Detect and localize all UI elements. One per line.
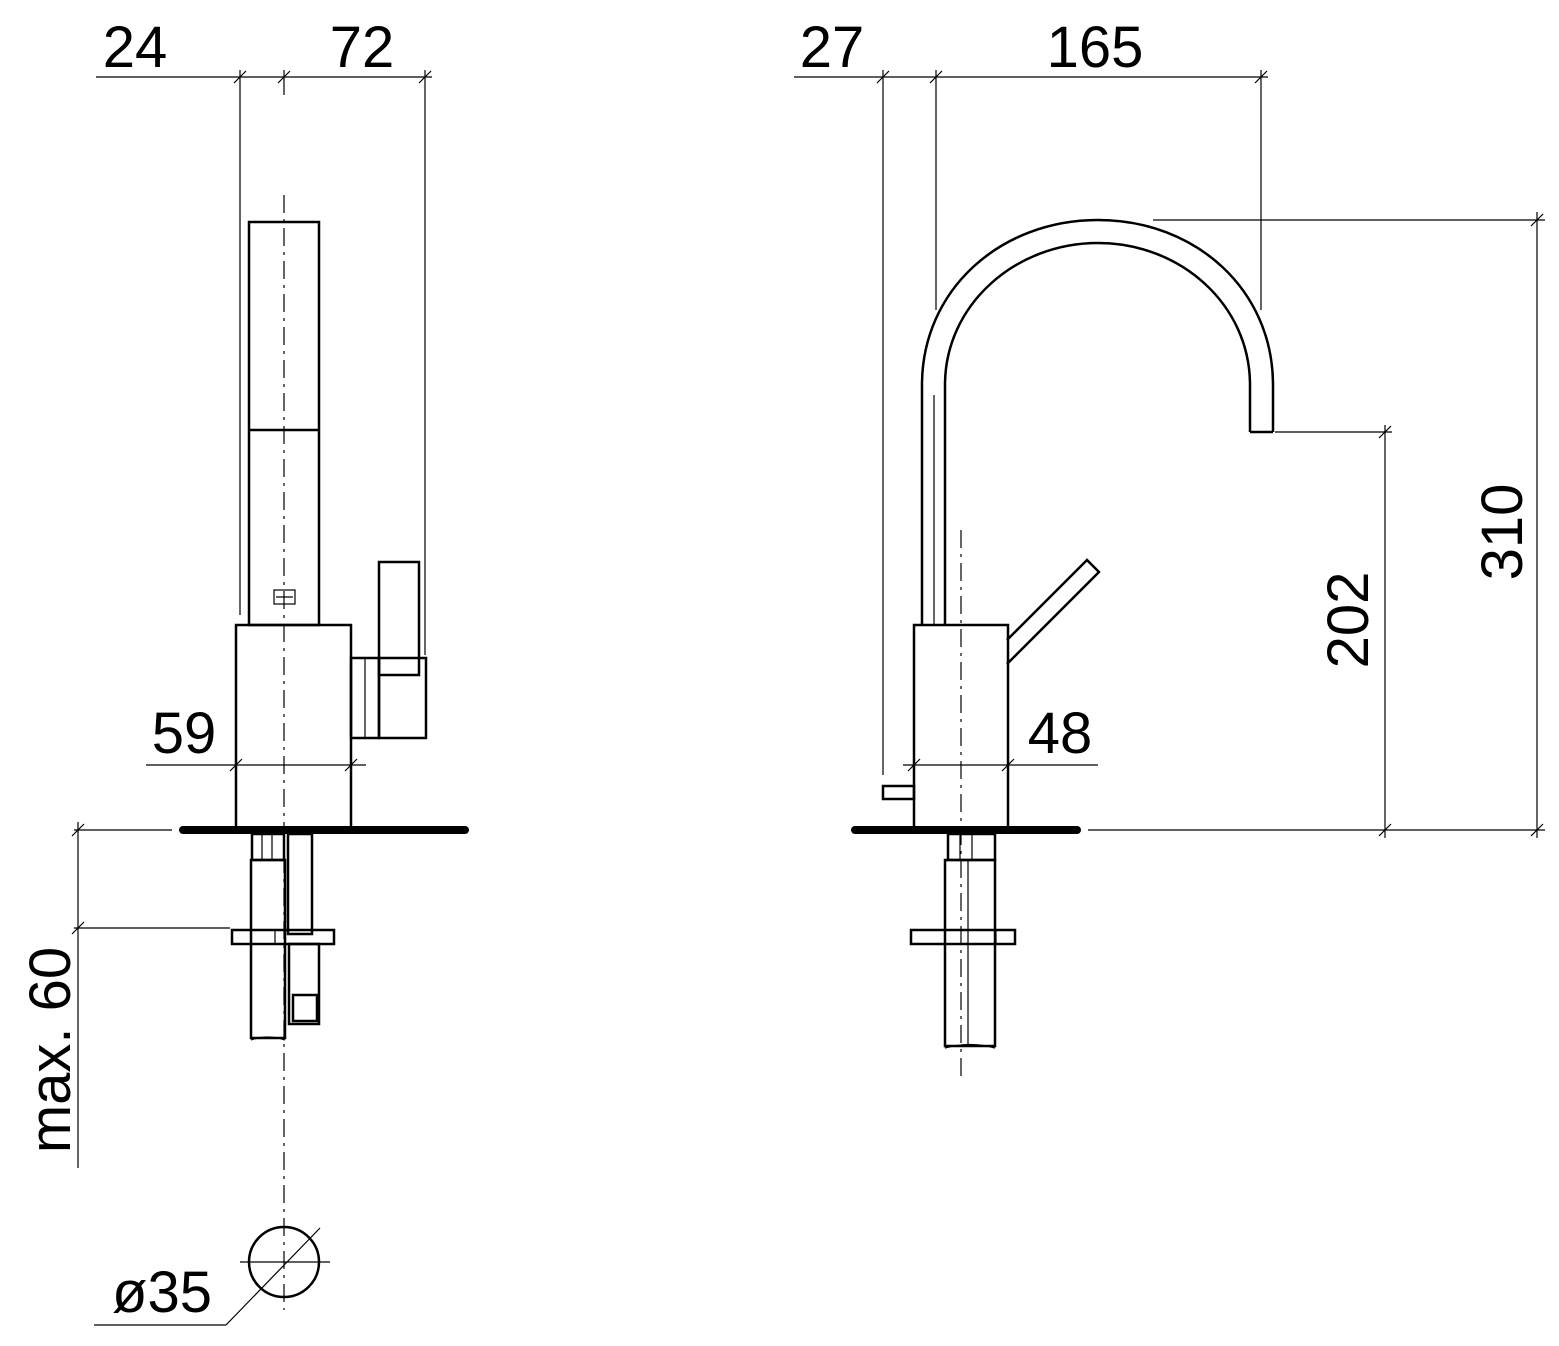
side-dim-72: 72 [330, 15, 395, 80]
front-underside-fittings [909, 832, 1017, 1049]
front-dim-165: 165 [1047, 15, 1144, 80]
front-pin [881, 784, 916, 801]
side-dim-59: 59 [152, 701, 217, 766]
side-underside-fittings [230, 832, 336, 1041]
front-view: 27 165 48 [794, 15, 1545, 1080]
front-top-dimension: 27 165 [794, 15, 1268, 775]
front-dim-310: 310 [1470, 484, 1535, 581]
front-lever [1006, 558, 1101, 665]
front-spout [920, 218, 1275, 625]
side-dim-24: 24 [103, 15, 168, 80]
side-hole-diameter: ø35 [94, 1225, 330, 1326]
side-mounting-plate [179, 826, 469, 834]
side-lever [349, 560, 428, 740]
side-view: 24 72 59 [18, 15, 469, 1326]
brand-logo-icon [273, 589, 296, 605]
front-total-height-dimension: 310 [1088, 212, 1545, 838]
side-top-dimension: 24 72 [96, 15, 432, 655]
side-dim-max-60: max. 60 [18, 947, 83, 1153]
side-dim-diameter-35: ø35 [112, 1260, 212, 1325]
front-outlet-height-dimension: 202 [1275, 425, 1392, 838]
front-dim-48: 48 [1028, 701, 1093, 766]
front-body-width-dimension: 48 [903, 701, 1098, 772]
front-mounting-plate [851, 826, 1081, 834]
side-depth-dimension: max. 60 [18, 822, 230, 1168]
side-body [234, 623, 353, 830]
front-dim-202: 202 [1316, 572, 1381, 669]
front-dim-27: 27 [800, 15, 865, 80]
side-body-width-dimension: 59 [146, 701, 366, 772]
